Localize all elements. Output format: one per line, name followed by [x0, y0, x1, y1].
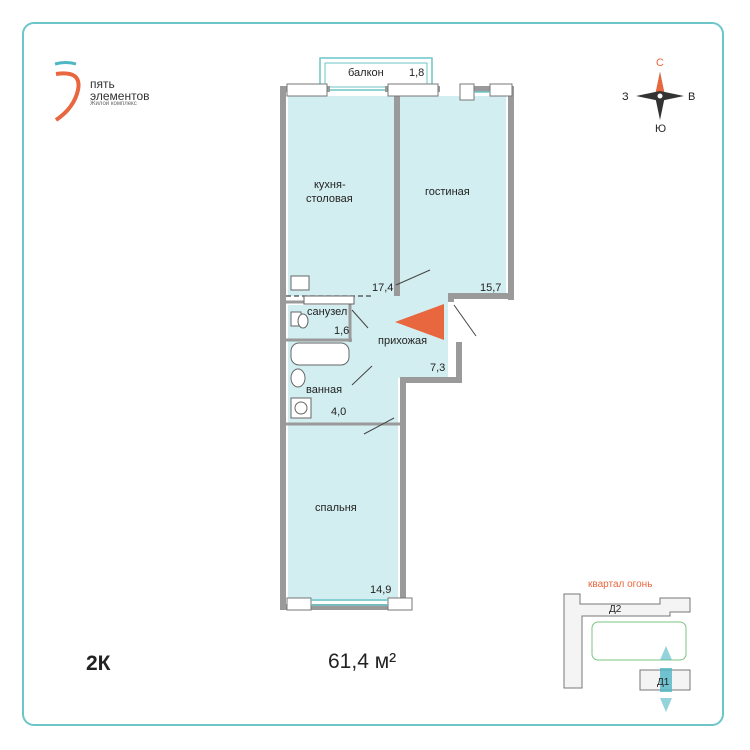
wall-columns	[286, 83, 513, 611]
room-labels: балкон 1,8 кухня- столовая 17,4 гостиная…	[306, 67, 501, 596]
living-room	[400, 96, 506, 296]
wc-area: 1,6	[334, 325, 349, 337]
hall-label: прихожая	[378, 335, 427, 347]
balcony-area: 1,8	[409, 67, 424, 79]
brand-logo	[54, 61, 81, 122]
kitchen-label-2: столовая	[306, 193, 353, 205]
kitchen-room	[288, 96, 394, 296]
brand-name: пять элементов	[90, 78, 150, 102]
kitchen-label-1: кухня-	[314, 179, 346, 191]
hall-area: 7,3	[430, 362, 445, 374]
compass-north: С	[656, 57, 664, 69]
wc-label: санузел	[307, 306, 347, 318]
bath-label: ванная	[306, 384, 342, 396]
bath-sink-icon	[290, 368, 306, 388]
bath-area: 4,0	[331, 406, 346, 418]
page-frame	[22, 22, 724, 726]
bathtub-icon	[290, 342, 350, 366]
bedroom-area: 14,9	[370, 584, 391, 596]
apartment-type: 2К	[86, 652, 111, 675]
kitchen-sink-icon	[290, 275, 310, 291]
bedroom-room	[288, 425, 398, 601]
brand-name-line1: пять	[90, 77, 115, 91]
balcony-label: балкон	[348, 67, 384, 79]
door-swings	[351, 269, 477, 435]
brand-name-line2: элементов	[90, 89, 150, 103]
compass-east: В	[688, 91, 695, 103]
compass-west: З	[622, 91, 629, 103]
toilet-icon	[297, 313, 309, 329]
kitchen-area: 17,4	[372, 282, 393, 294]
compass-south: Ю	[655, 123, 666, 135]
apartment-total-area: 61,4 м²	[328, 650, 397, 673]
brand-tagline: Жилой комплекс	[90, 101, 137, 107]
fixtures	[290, 275, 355, 419]
kitchen-stove-icon	[303, 295, 355, 305]
view-arrow-icon	[395, 304, 444, 340]
bedroom-label: спальня	[315, 502, 357, 514]
living-area: 15,7	[480, 282, 501, 294]
windows	[311, 91, 490, 606]
living-label: гостиная	[425, 186, 470, 198]
compass-icon: С Ю З В	[622, 57, 695, 135]
